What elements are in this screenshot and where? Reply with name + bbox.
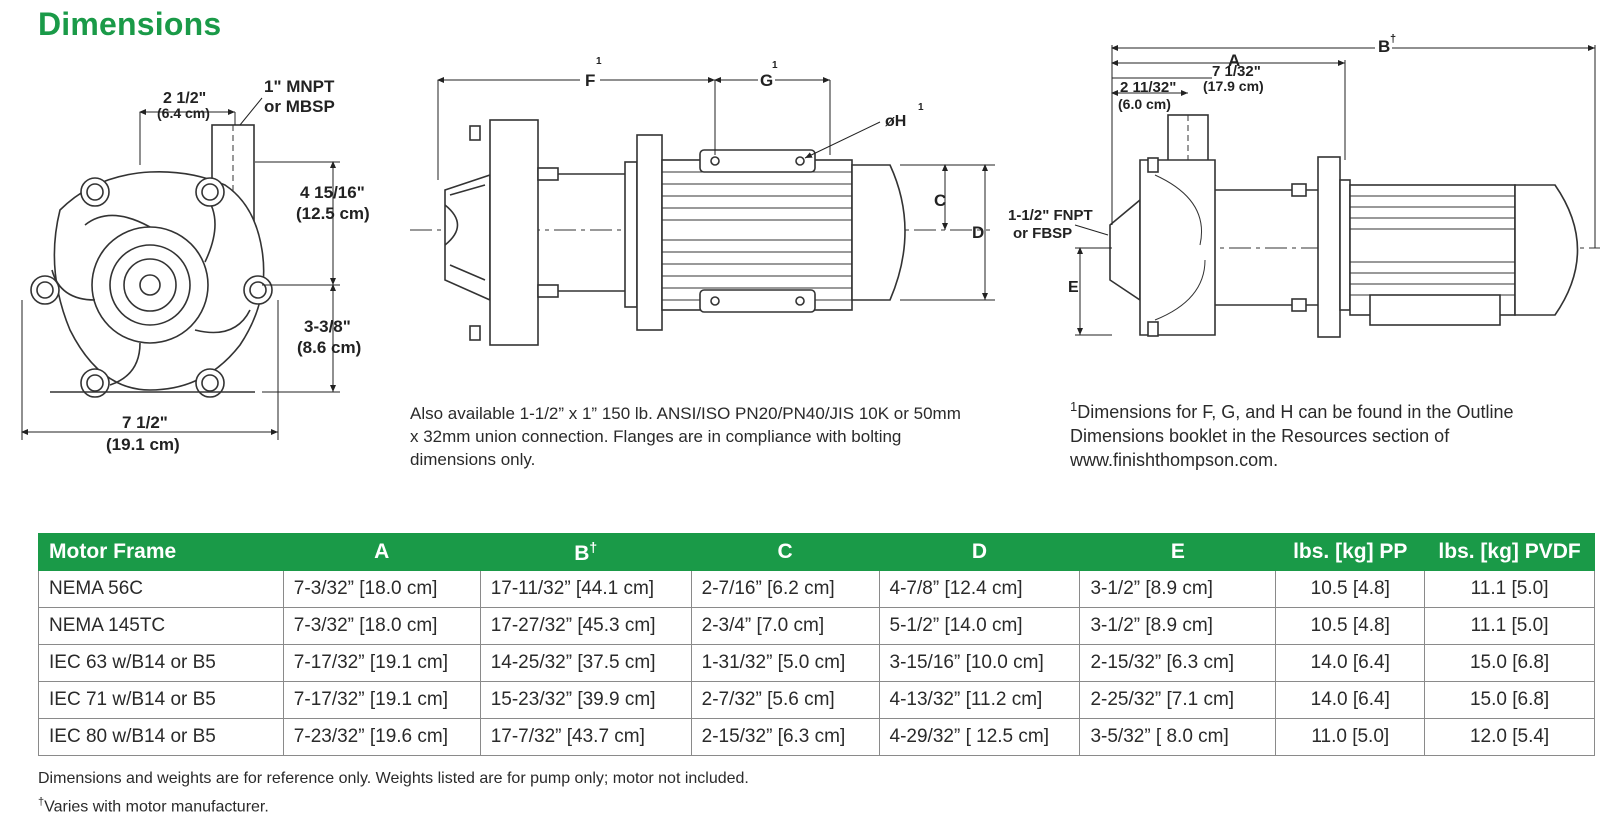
cell-b: 17-27/32” [45.3 cm] xyxy=(479,607,692,645)
front-height-bottom-cm: (8.6 cm) xyxy=(297,338,361,357)
cell-motor-frame: IEC 71 w/B14 or B5 xyxy=(38,681,284,719)
table-row: NEMA 145TC 7-3/32” [18.0 cm] 17-27/32” [… xyxy=(38,607,1595,645)
cell-e: 3-1/2” [8.9 cm] xyxy=(1079,607,1277,645)
cell-motor-frame: NEMA 145TC xyxy=(38,607,284,645)
cell-c: 1-31/32” [5.0 cm] xyxy=(690,644,880,682)
front-height-top: 4 15/16" xyxy=(300,183,365,202)
cell-weight-pp: 14.0 [6.4] xyxy=(1275,681,1426,719)
footnote-motor-variance: †Varies with motor manufacturer. xyxy=(38,796,269,816)
note-mark: 1 xyxy=(1070,399,1078,414)
footnote-reference: Dimensions and weights are for reference… xyxy=(38,770,749,787)
col-d: D xyxy=(878,533,1081,571)
footnote-text: Varies with motor manufacturer. xyxy=(44,798,269,816)
right-label-a: A xyxy=(1228,51,1240,70)
front-view-drawing xyxy=(30,124,273,398)
cell-motor-frame: IEC 80 w/B14 or B5 xyxy=(38,718,284,756)
side-view-drawing xyxy=(410,119,990,346)
table-row: IEC 71 w/B14 or B5 7-17/32” [19.1 cm] 15… xyxy=(38,681,1595,719)
footnote-mark: † xyxy=(38,796,45,808)
front-port-line2: or MBSP xyxy=(264,97,335,116)
cell-d: 4-29/32” [ 12.5 cm] xyxy=(878,718,1081,756)
side-label-h-mark: 1 xyxy=(918,102,924,113)
cell-a: 7-23/32” [19.6 cm] xyxy=(282,718,481,756)
table-row: IEC 63 w/B14 or B5 7-17/32” [19.1 cm] 14… xyxy=(38,644,1595,682)
right-label-b: B xyxy=(1378,37,1390,56)
col-b-mark: † xyxy=(589,538,598,555)
front-width-cm: (19.1 cm) xyxy=(106,435,180,454)
cell-a: 7-3/32” [18.0 cm] xyxy=(282,570,481,608)
right-a-value-cm: (17.9 cm) xyxy=(1203,78,1264,94)
cell-b: 15-23/32” [39.9 cm] xyxy=(479,681,692,719)
cell-a: 7-3/32” [18.0 cm] xyxy=(282,607,481,645)
cell-b: 17-7/32” [43.7 cm] xyxy=(479,718,692,756)
table-row: IEC 80 w/B14 or B5 7-23/32” [19.6 cm] 17… xyxy=(38,718,1595,756)
cell-weight-pp: 14.0 [6.4] xyxy=(1275,644,1426,682)
cell-b: 17-11/32” [44.1 cm] xyxy=(479,570,692,608)
side-label-c: C xyxy=(934,191,946,210)
cell-a: 7-17/32” [19.1 cm] xyxy=(282,681,481,719)
col-a: A xyxy=(282,533,481,571)
side-label-h: øH xyxy=(885,113,906,130)
cell-d: 4-13/32” [11.2 cm] xyxy=(878,681,1081,719)
right-inlet-value-cm: (6.0 cm) xyxy=(1118,96,1171,112)
side-label-g: G xyxy=(760,71,773,90)
col-weight-pvdf: lbs. [kg] PVDF xyxy=(1424,533,1595,571)
front-height-bottom: 3-3/8" xyxy=(304,317,351,336)
right-a-value: 7 1/32" xyxy=(1212,63,1261,80)
cell-c: 2-3/4” [7.0 cm] xyxy=(690,607,880,645)
right-view-drawing xyxy=(1085,114,1600,338)
col-b: B† xyxy=(479,533,692,571)
right-label-b-mark: † xyxy=(1390,33,1396,45)
front-width: 7 1/2" xyxy=(122,413,168,432)
col-motor-frame: Motor Frame xyxy=(38,533,284,571)
col-e: E xyxy=(1079,533,1277,571)
cell-weight-pvdf: 15.0 [6.8] xyxy=(1424,644,1595,682)
cell-d: 3-15/16” [10.0 cm] xyxy=(878,644,1081,682)
cell-d: 4-7/8” [12.4 cm] xyxy=(878,570,1081,608)
right-inlet-value: 2 11/32" xyxy=(1120,79,1176,96)
cell-e: 3-5/32” [ 8.0 cm] xyxy=(1079,718,1277,756)
col-c: C xyxy=(690,533,880,571)
table-header-row: Motor Frame A B† C D E lbs. [kg] PP lbs.… xyxy=(38,533,1595,571)
cell-e: 2-25/32” [7.1 cm] xyxy=(1079,681,1277,719)
flange-availability-note: Also available 1-1/2” x 1” 150 lb. ANSI/… xyxy=(410,404,961,469)
cell-c: 2-7/16” [6.2 cm] xyxy=(690,570,880,608)
side-label-f-mark: 1 xyxy=(596,56,602,67)
cell-weight-pvdf: 11.1 [5.0] xyxy=(1424,607,1595,645)
cell-d: 5-1/2” [14.0 cm] xyxy=(878,607,1081,645)
front-port-line1: 1" MNPT xyxy=(264,77,335,96)
cell-weight-pvdf: 12.0 [5.4] xyxy=(1424,718,1595,756)
cell-weight-pp: 11.0 [5.0] xyxy=(1275,718,1426,756)
cell-c: 2-15/32” [6.3 cm] xyxy=(690,718,880,756)
right-port-line1: 1-1/2" FNPT xyxy=(1008,207,1093,224)
cell-weight-pp: 10.5 [4.8] xyxy=(1275,607,1426,645)
cell-a: 7-17/32” [19.1 cm] xyxy=(282,644,481,682)
cell-weight-pvdf: 11.1 [5.0] xyxy=(1424,570,1595,608)
cell-weight-pp: 10.5 [4.8] xyxy=(1275,570,1426,608)
table-row: NEMA 56C 7-3/32” [18.0 cm] 17-11/32” [44… xyxy=(38,570,1595,608)
right-label-e: E xyxy=(1068,279,1079,296)
front-top-width: 2 1/2" xyxy=(163,90,206,107)
side-label-g-mark: 1 xyxy=(772,60,778,71)
right-port-line2: or FBSP xyxy=(1013,225,1072,242)
pump-dimension-drawings: 2 1/2" (6.4 cm) 1" MNPT or MBSP 4 15/16"… xyxy=(21,33,1600,454)
cell-c: 2-7/32” [5.6 cm] xyxy=(690,681,880,719)
cell-motor-frame: IEC 63 w/B14 or B5 xyxy=(38,644,284,682)
cell-b: 14-25/32” [37.5 cm] xyxy=(479,644,692,682)
cell-motor-frame: NEMA 56C xyxy=(38,570,284,608)
front-top-width-cm: (6.4 cm) xyxy=(157,105,210,121)
front-height-top-cm: (12.5 cm) xyxy=(296,204,370,223)
cell-e: 3-1/2” [8.9 cm] xyxy=(1079,570,1277,608)
side-label-f: F xyxy=(585,71,595,90)
note-text: Dimensions for F, G, and H can be found … xyxy=(1070,402,1514,470)
dimensions-table: Motor Frame A B† C D E lbs. [kg] PP lbs.… xyxy=(38,533,1595,756)
dimension-reference-note: 1Dimensions for F, G, and H can be found… xyxy=(1070,395,1590,472)
col-weight-pp: lbs. [kg] PP xyxy=(1275,533,1426,571)
cell-weight-pvdf: 15.0 [6.8] xyxy=(1424,681,1595,719)
page-title: Dimensions xyxy=(38,6,222,42)
side-label-d: D xyxy=(972,223,984,242)
cell-e: 2-15/32” [6.3 cm] xyxy=(1079,644,1277,682)
